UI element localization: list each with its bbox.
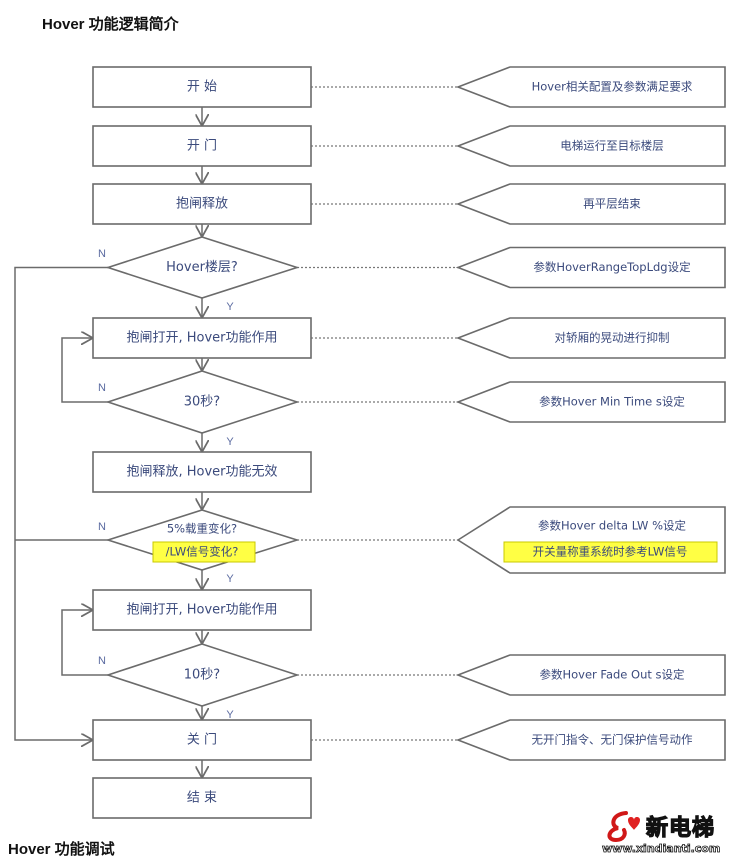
site-logo: 新电梯 www.xindianti.com [600,810,736,860]
no-branch-hover-floor [14,266,108,741]
note-text-brake-release-1: 再平层结束 [583,197,641,211]
section-subtitle: Hover 功能调试 [8,841,115,858]
process-label-close-door: 关 门 [187,733,217,748]
heart-logo-icon [607,811,640,842]
process-box-start [92,66,312,108]
note-callout-wait-30s [455,381,726,423]
process-label-open-door: 开 门 [187,139,217,154]
process-box-brake-release-2 [92,451,312,493]
note-callout-hover-floor [455,246,726,289]
note-callout-brake-open-1 [455,317,726,359]
process-label-start: 开 始 [187,80,217,95]
yes-label-wait-30s: Y [226,436,234,448]
highlight-box [152,541,256,563]
process-box-end [92,777,312,819]
note-text2-load-change: 开关量称重系统时参考LW信号 [533,545,688,559]
note-text-brake-open-1: 对轿厢的晃动进行抑制 [555,331,670,345]
no-label-wait-30s: N [98,382,106,394]
note-highlight [503,541,718,563]
process-box-brake-open-1 [92,317,312,359]
decision-label-wait-30s: 30秒? [184,395,220,410]
note-callout-brake-release-1 [455,183,726,225]
decision-label-load-change: 5%载重变化? [167,522,237,536]
note-text-start: Hover相关配置及参数满足要求 [532,80,693,94]
note-callout-close-door [455,719,726,761]
logo-url: www.xindianti.com [602,842,721,856]
decision-diamond-wait-30s [105,370,300,434]
process-box-open-door [92,125,312,167]
process-label-brake-open-2: 抱闸打开, Hover功能作用 [126,602,277,618]
note-text-load-change: 参数Hover delta LW %设定 [538,519,687,533]
yes-label-wait-10s: Y [226,709,234,721]
note-callout-wait-10s [455,654,726,696]
no-label-wait-10s: N [98,655,106,667]
note-text-wait-10s: 参数Hover Fade Out s设定 [539,668,685,682]
yes-label-load-change: Y [226,573,234,585]
process-label-brake-open-1: 抱闸打开, Hover功能作用 [126,330,277,346]
note-callout-open-door [455,125,726,167]
process-label-end: 结 束 [187,791,217,806]
no-label-hover-floor: N [98,248,106,260]
decision-label-wait-10s: 10秒? [184,668,220,683]
decision-diamond-wait-10s [105,643,300,707]
page-title: Hover 功能逻辑简介 [42,16,179,33]
process-label-brake-release-1: 抱闸释放 [176,196,228,212]
process-box-brake-open-2 [92,589,312,631]
no-loop-10s [61,610,108,676]
decision-label-hover-floor: Hover楼层? [166,260,238,275]
process-label-brake-release-2: 抱闸释放, Hover功能无效 [126,464,277,480]
note-callout-start [455,66,726,108]
process-box-close-door [92,719,312,761]
yes-label-hover-floor: Y [226,301,234,313]
note-text-close-door: 无开门指令、无门保护信号动作 [532,733,693,747]
note-text-wait-30s: 参数Hover Min Time s设定 [539,395,685,409]
no-label-load-change: N [98,521,106,533]
decision-diamond-hover-floor [105,236,300,299]
process-box-brake-release-1 [92,183,312,225]
note-text-open-door: 电梯运行至目标楼层 [560,139,664,153]
decision-label2-load-change: /LW信号变化? [166,545,239,559]
logo-name: 新电梯 [645,815,716,841]
no-loop-30s [61,338,108,403]
note-callout-load-change [456,506,726,574]
note-text-hover-floor: 参数HoverRangeTopLdg设定 [533,260,691,274]
